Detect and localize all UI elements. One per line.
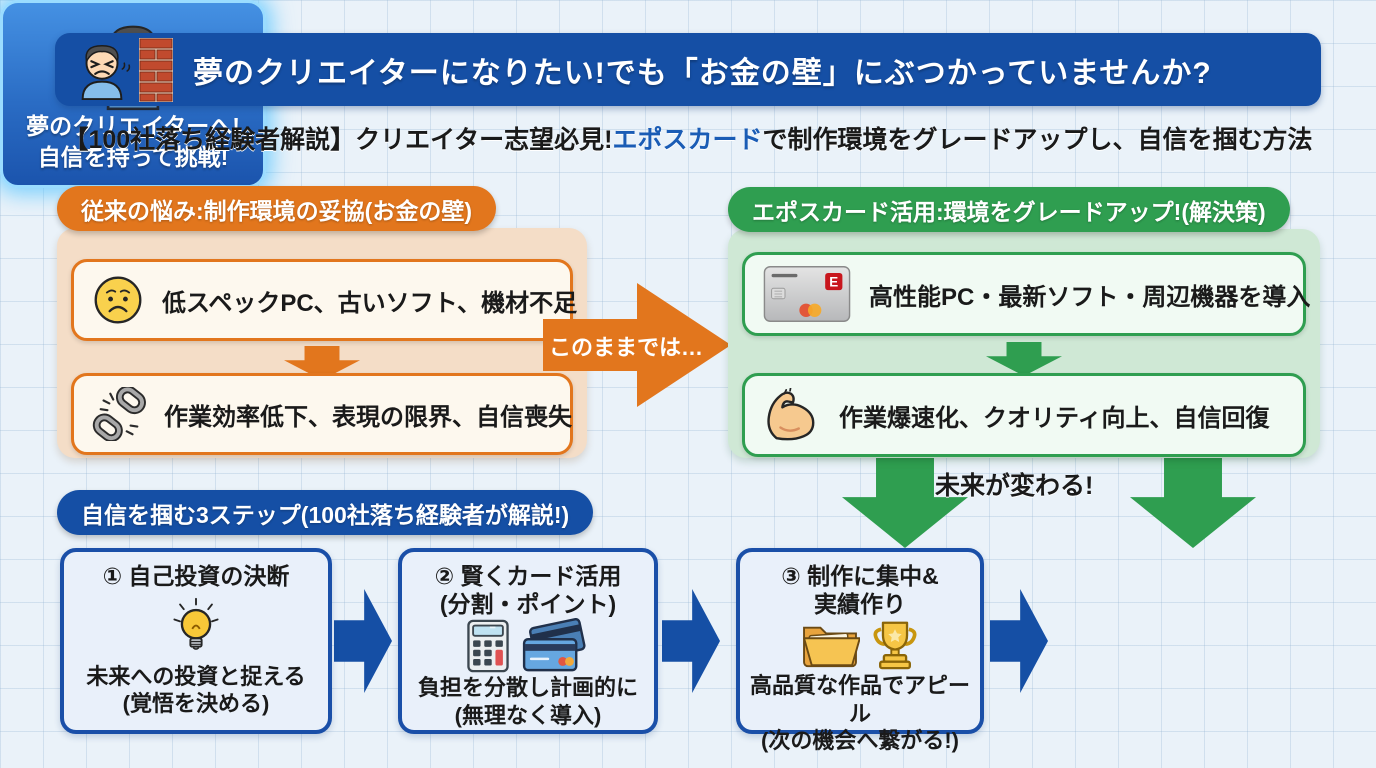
trophy-icon	[873, 621, 917, 670]
step-description: 未来への投資と捉える (覚悟を決める)	[86, 663, 306, 717]
future-arrow-right-icon	[1130, 452, 1256, 548]
problem-item-2: 作業効率低下、表現の限界、自信喪失	[71, 373, 573, 455]
step-title: ③ 制作に集中& 実績作り	[781, 563, 939, 618]
solution-item-1: E 高性能PC・最新ソフト・周辺機器を導入	[742, 252, 1310, 336]
step-arrow-1-icon	[334, 589, 392, 693]
step-arrow-3-icon	[990, 589, 1048, 693]
step-description: 高品質な作品でアピール (次の機会へ繋がる!)	[749, 673, 970, 754]
step-arrow-2-icon	[662, 589, 720, 693]
solution-section-header: エポスカード活用:環境をグレードアップ!(解決策)	[728, 187, 1290, 232]
solution-down-arrow-icon	[986, 342, 1062, 376]
broken-chain-icon	[92, 387, 146, 441]
problem-item-1: 低スペックPC、古いソフト、機材不足	[71, 259, 577, 341]
transition-arrow-label: このままでは…	[549, 335, 704, 360]
solution-item-text: 高性能PC・最新ソフト・周辺機器を導入	[869, 283, 1311, 311]
problem-panel: 低スペックPC、古いソフト、機材不足 作業効率低下、表現の限界、自信喪失	[57, 228, 587, 458]
frustrated-person-icon	[81, 44, 131, 100]
folder-icon	[803, 626, 860, 668]
lightbulb-icon	[173, 597, 219, 650]
steps-section-header: 自信を掴む3ステップ(100社落ち経験者が解説!)	[57, 490, 594, 535]
solution-panel: E 高性能PC・最新ソフト・周辺機器を導入 作業爆速化、クオリティ向上、自信回復	[728, 229, 1320, 458]
brick-wall-icon	[139, 37, 173, 102]
step-box-1: ① 自己投資の決断 未来への投資と捉える (覚悟を決める)	[60, 548, 332, 734]
step-title: ② 賢くカード活用 (分割・ポイント)	[434, 563, 622, 618]
calculator-icon	[467, 619, 509, 673]
step-description: 負担を分散し計画的に (無理なく導入)	[417, 675, 638, 728]
outcome-label: 未来が変わる!	[935, 472, 1094, 500]
muscle-icon	[767, 388, 815, 441]
page-title: 夢のクリエイターになりたい!でも「お金の壁」にぶつかっていませんか?	[193, 56, 1212, 90]
subtitle: 【100社落ち経験者解説】クリエイター志望必見!エポスカードで制作環境をグレード…	[0, 120, 1376, 156]
subtitle-brand-highlight: エポスカード	[612, 126, 763, 154]
svg-text:E: E	[829, 274, 838, 289]
goal-text: 夢のクリエイターへ! 自信を持って挑戦!	[26, 112, 240, 170]
subtitle-prefix: 【100社落ち経験者解説】クリエイター志望必見!	[63, 126, 613, 154]
problem-item-text: 低スペックPC、古いソフト、機材不足	[162, 289, 578, 317]
credit-cards-icon	[522, 618, 586, 672]
problem-section-header: 従来の悩み:制作環境の妥協(お金の壁)	[57, 186, 496, 231]
sad-face-icon	[94, 276, 142, 324]
solution-item-text: 作業爆速化、クオリティ向上、自信回復	[839, 404, 1270, 432]
solution-item-2: 作業爆速化、クオリティ向上、自信回復	[742, 373, 1306, 457]
step-box-3: ③ 制作に集中& 実績作り 高品質な作品でアピール (次の機会へ繋がる!)	[736, 548, 984, 753]
subtitle-suffix: で制作環境をグレードアップし、自信を掴む方法	[762, 126, 1313, 154]
title-banner: 夢のクリエイターになりたい!でも「お金の壁」にぶつかっていませんか?	[55, 33, 1321, 106]
step-box-2: ② 賢くカード活用 (分割・ポイント) 負担を分散し計画的に (無理なく導入)	[398, 548, 658, 734]
step-title: ① 自己投資の決断	[102, 563, 290, 589]
epos-card-icon: E	[763, 266, 851, 322]
problem-item-text: 作業効率低下、表現の限界、自信喪失	[164, 403, 572, 431]
